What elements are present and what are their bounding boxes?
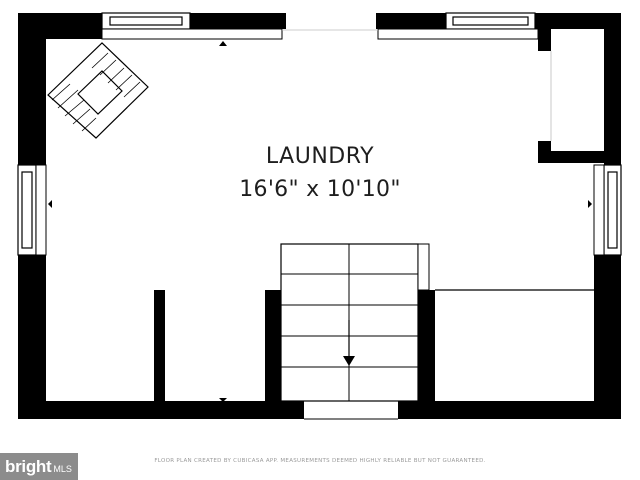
stair-arrow-head — [343, 356, 355, 366]
brand-logo: bright MLS — [0, 453, 78, 480]
brand-name: bright — [5, 456, 52, 476]
window-top-left — [101, 12, 191, 30]
wall-right-lower — [594, 255, 621, 419]
stair-rail — [417, 243, 430, 291]
bottom-opening — [304, 400, 398, 420]
window-left — [17, 164, 37, 256]
wall-right-upper — [604, 13, 621, 165]
wall-closet-left-top — [538, 29, 551, 51]
wall-left-lower — [18, 255, 46, 419]
wall-partition-stair-left — [265, 290, 281, 401]
wall-bottom-right — [398, 401, 621, 419]
wall-top-mid-right — [376, 13, 446, 29]
room-name: LAUNDRY — [265, 144, 375, 169]
room-dimensions: 16'6" x 10'10" — [239, 177, 401, 202]
wall-partition-stair-right — [418, 290, 435, 401]
wall-partition-thin — [154, 290, 165, 401]
wall-left-upper — [18, 13, 46, 165]
markers — [48, 41, 592, 402]
wall-bottom-left — [18, 401, 304, 419]
marker-left — [48, 200, 52, 208]
exterior-walls — [18, 13, 621, 419]
marker-right — [588, 200, 592, 208]
marker-top — [219, 41, 227, 46]
sill-top-right — [377, 28, 539, 40]
sill-right — [593, 164, 605, 256]
wall-top-right — [535, 13, 621, 29]
marker-bottom — [219, 398, 227, 402]
sill-left — [35, 164, 47, 256]
footer-note: FLOOR PLAN CREATED BY CUBICASA APP. MEAS… — [154, 458, 486, 464]
wall-closet-bottom — [538, 151, 621, 163]
staircase — [280, 243, 430, 402]
sill-top-left — [101, 28, 283, 40]
window-right — [603, 164, 622, 256]
sills — [35, 28, 605, 256]
fireplace-icon — [47, 42, 149, 139]
wall-top-mid-left — [190, 13, 286, 29]
brand-suffix: MLS — [53, 463, 72, 474]
window-top-right — [445, 12, 536, 30]
